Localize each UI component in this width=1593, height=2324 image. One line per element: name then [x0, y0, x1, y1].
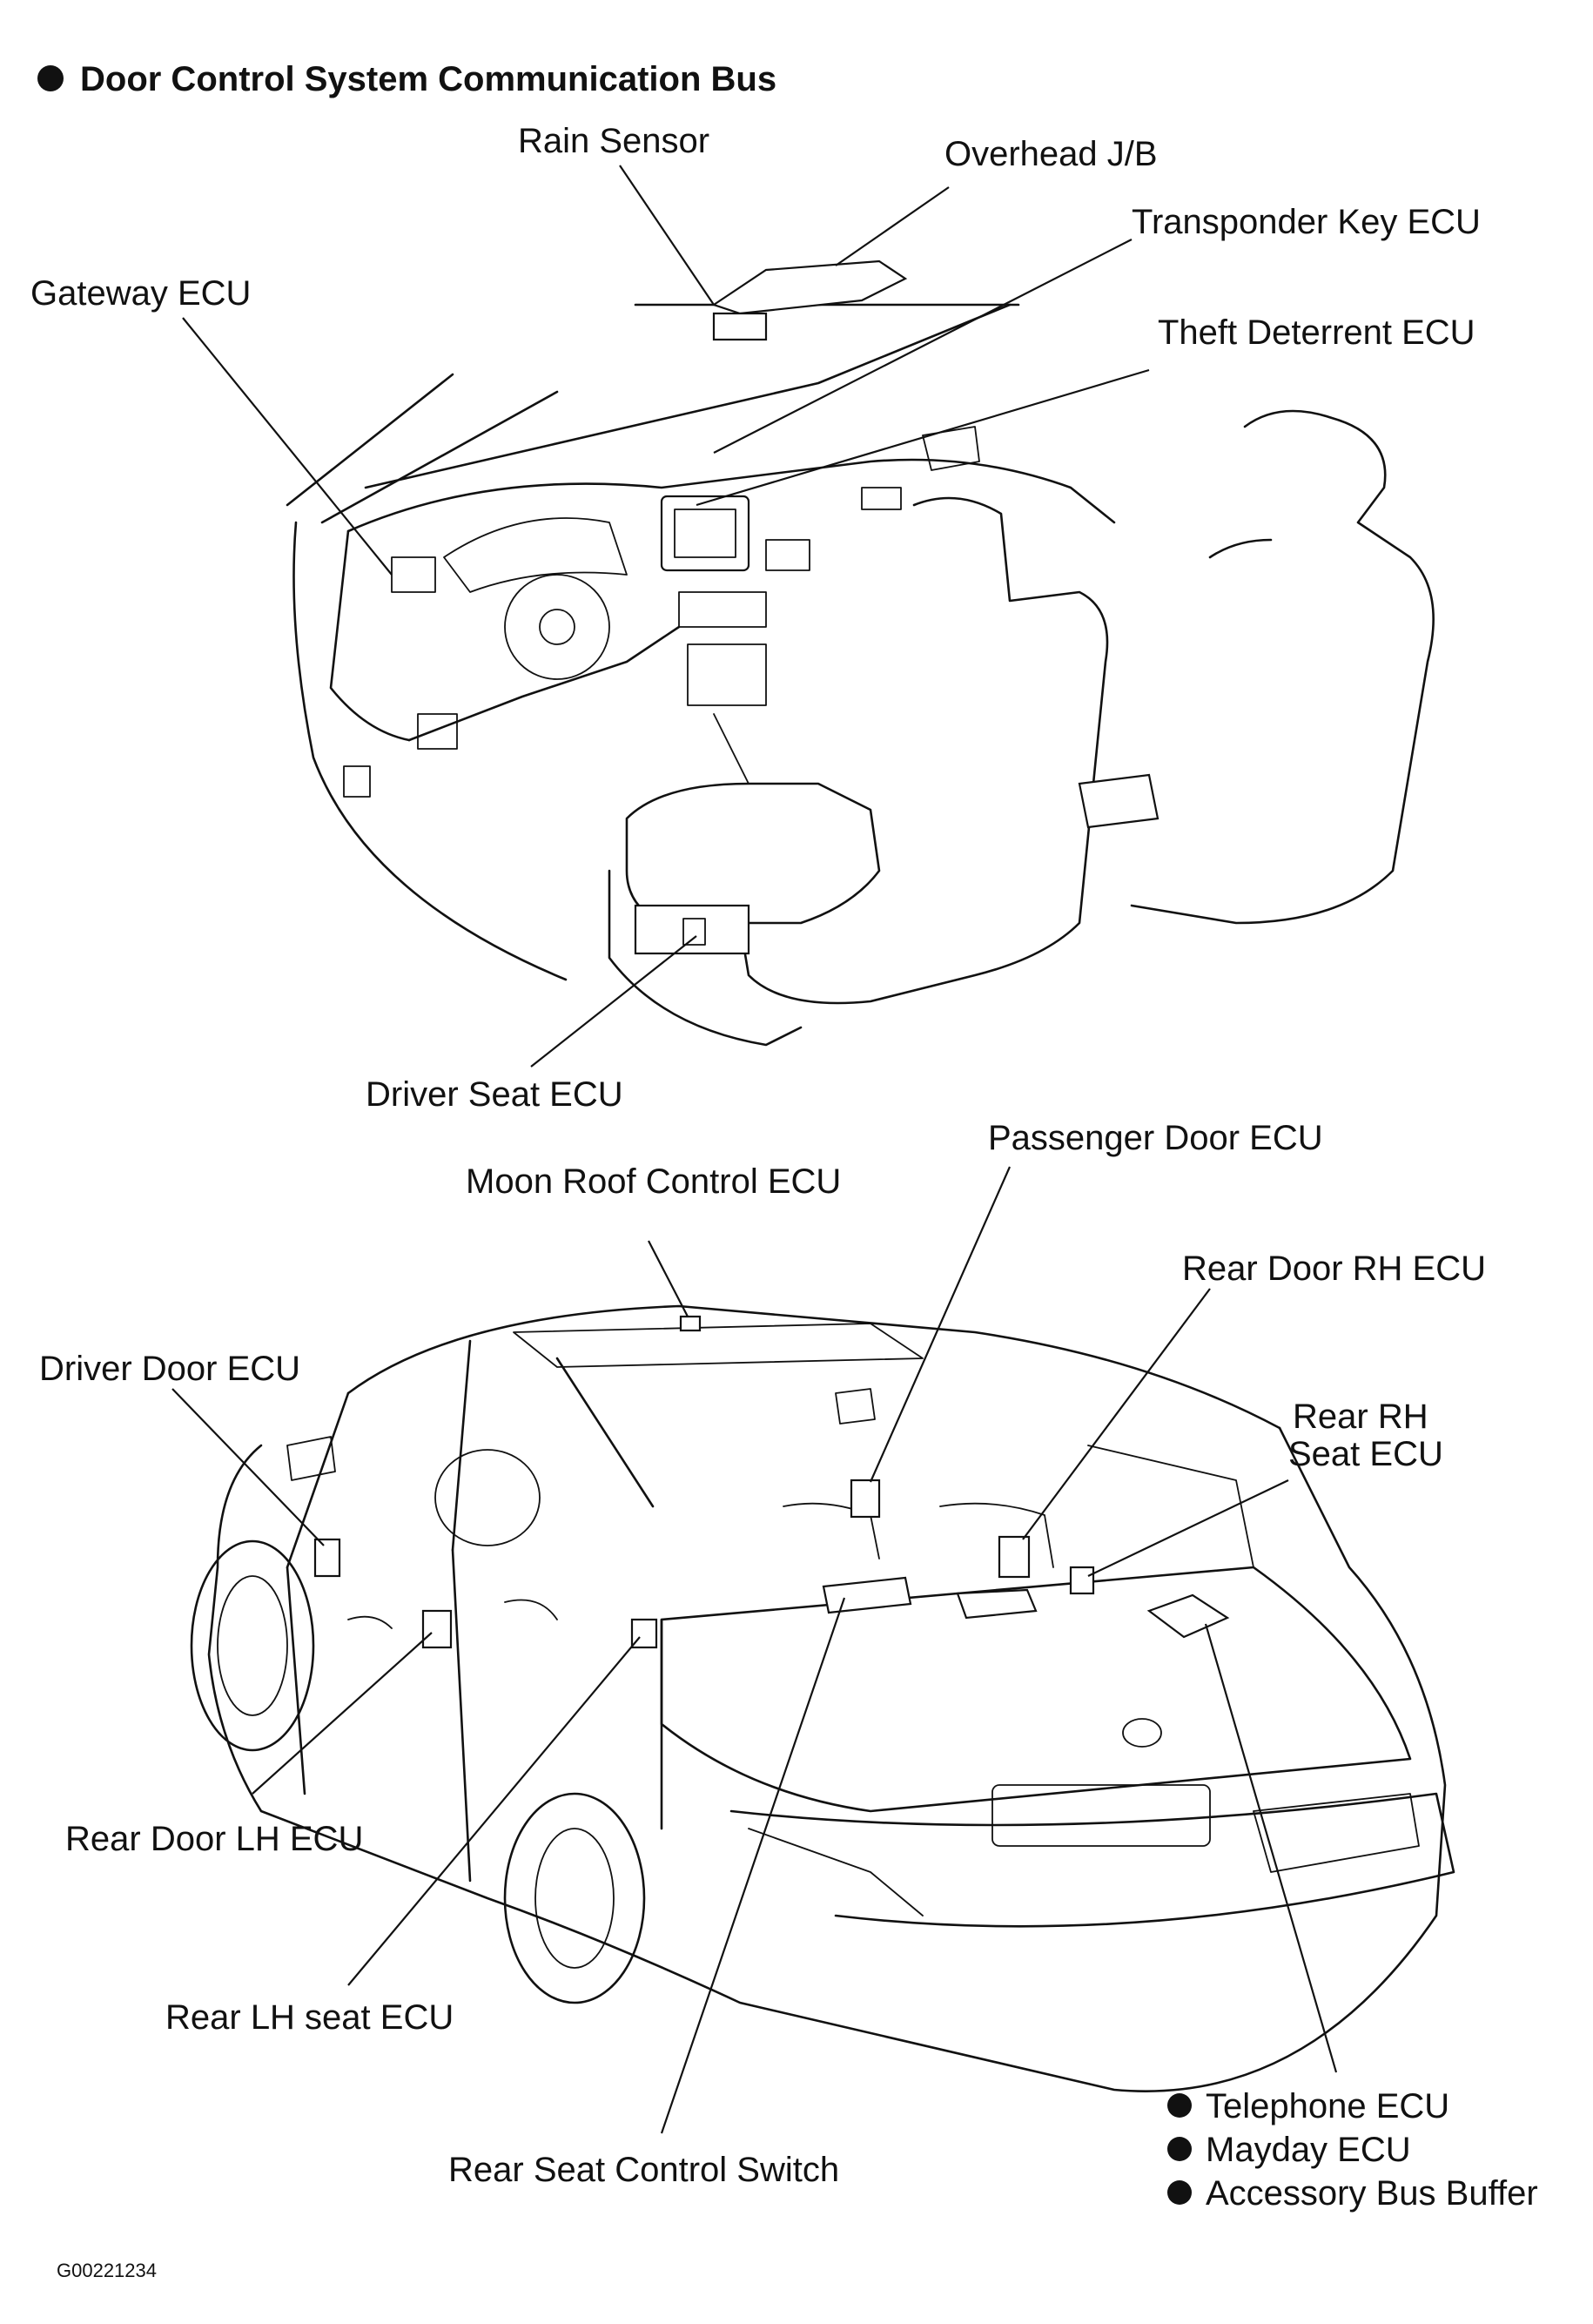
driver-seat-ecu-label: Driver Seat ECU: [366, 1075, 623, 1114]
rear-rh-seat-ecu-part: [1069, 1566, 1095, 1595]
telephone-ecu-part: [1146, 1593, 1230, 1639]
bullet-item-accessory-bus-buffer: Accessory Bus Buffer: [1206, 2174, 1538, 2213]
driver-door-ecu-label: Driver Door ECU: [39, 1350, 300, 1388]
figure-code: G00221234: [57, 2260, 157, 2281]
page-title: Door Control System Communication Bus: [80, 60, 776, 98]
bullet-item-telephone-ecu: Telephone ECU: [1206, 2087, 1449, 2125]
bullet-list: Telephone ECU Mayday ECU Accessory Bus B…: [1167, 2087, 1538, 2213]
rear-door-rh-ecu-part: [998, 1535, 1031, 1579]
rear-door-rh-ecu-label: Rear Door RH ECU: [1182, 1250, 1486, 1288]
rain-sensor-label: Rain Sensor: [518, 122, 709, 160]
title-bullet-icon: [37, 65, 64, 91]
bullet-icon: [1167, 2137, 1192, 2161]
interior-leader-lines: [182, 165, 1150, 1068]
rear-lh-seat-ecu-label: Rear LH seat ECU: [165, 1998, 454, 2037]
rear-rh-seat-ecu-label-line2: Seat ECU: [1288, 1435, 1443, 1473]
gateway-ecu-label: Gateway ECU: [30, 274, 251, 313]
overhead-jb-label: Overhead J/B: [944, 135, 1158, 173]
interior-illustration: [286, 259, 1435, 1047]
bullet-item-mayday-ecu: Mayday ECU: [1206, 2131, 1411, 2169]
rear-door-lh-ecu-part: [421, 1609, 453, 1649]
passenger-door-ecu-label: Passenger Door ECU: [988, 1119, 1323, 1157]
ecu-parts: [313, 1315, 1230, 1649]
transponder-key-ecu-label: Transponder Key ECU: [1132, 203, 1481, 241]
theft-deterrent-ecu-label: Theft Deterrent ECU: [1158, 313, 1475, 352]
rear-seat-control-switch-part: [822, 1576, 912, 1614]
moon-roof-ecu-part: [679, 1315, 702, 1332]
bullet-icon: [1167, 2180, 1192, 2205]
rear-door-lh-ecu-label: Rear Door LH ECU: [65, 1820, 363, 1858]
passenger-door-ecu-part: [850, 1479, 881, 1519]
rear-seat-control-switch-label: Rear Seat Control Switch: [448, 2151, 839, 2189]
moon-roof-control-ecu-label: Moon Roof Control ECU: [466, 1162, 841, 1201]
exterior-leader-lines: [171, 1166, 1338, 2134]
bullet-icon: [1167, 2093, 1192, 2118]
car-illustration: [190, 1304, 1455, 2092]
rear-rh-seat-ecu-label-line1: Rear RH: [1293, 1398, 1428, 1436]
rear-lh-seat-ecu-part: [630, 1618, 658, 1649]
driver-door-ecu-part: [313, 1538, 341, 1578]
